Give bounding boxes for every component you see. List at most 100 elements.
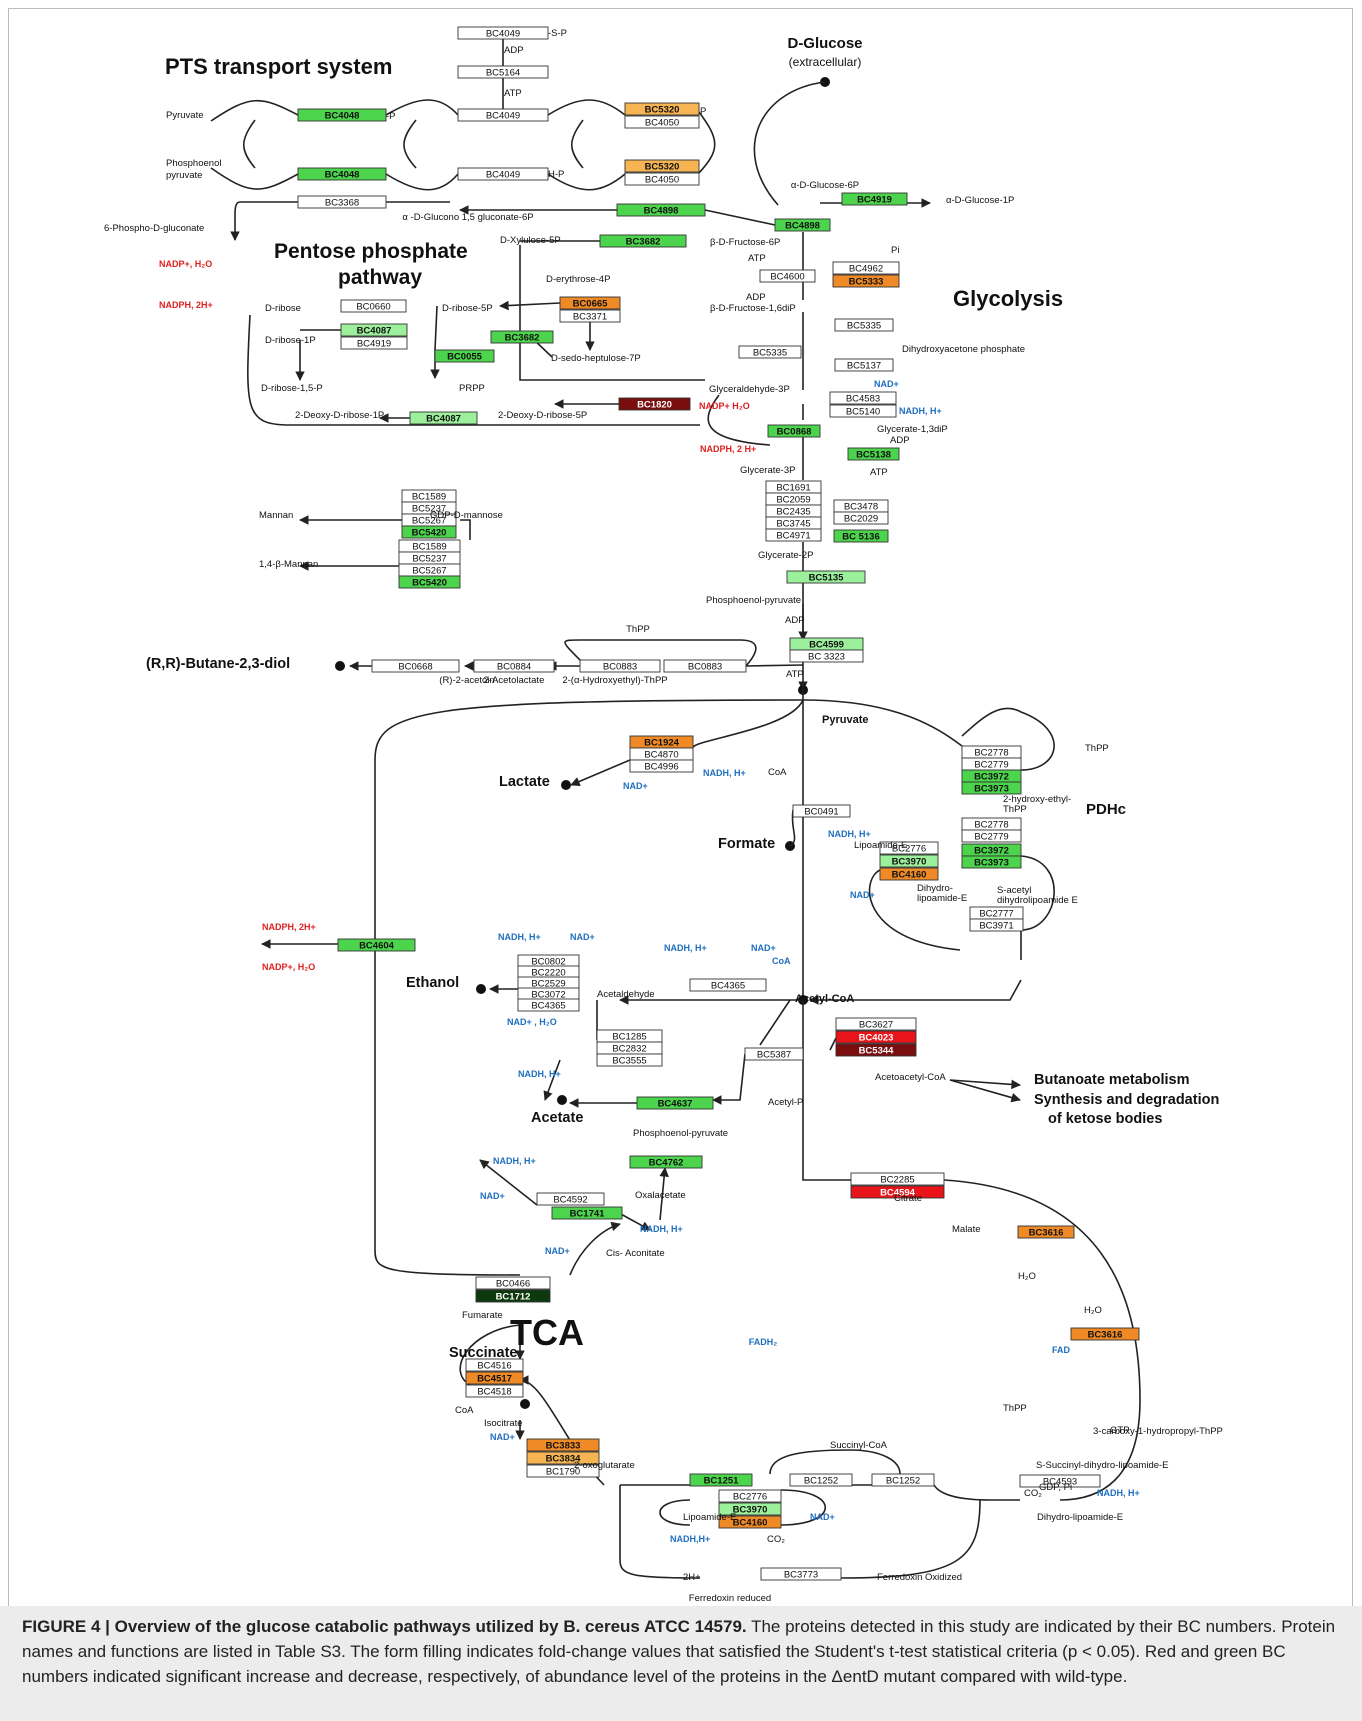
protein-box: BC4599 — [789, 637, 864, 651]
protein-box: BC4604 — [337, 938, 416, 952]
svg-text:BC5267: BC5267 — [412, 516, 446, 527]
metabolite-label: NADH,H+ — [670, 1534, 710, 1544]
svg-text:BC4050: BC4050 — [645, 118, 679, 129]
protein-box: BC4592 — [536, 1192, 605, 1206]
protein-box: BC2779 — [961, 829, 1022, 843]
svg-text:BC0668: BC0668 — [398, 662, 432, 673]
svg-text:BC5420: BC5420 — [412, 578, 447, 589]
protein-box: BC4971 — [765, 528, 822, 542]
protein-box: BC5267 — [401, 513, 457, 527]
svg-text:BC3973: BC3973 — [974, 858, 1009, 869]
protein-box: BC5335 — [834, 318, 894, 332]
svg-text:BC1790: BC1790 — [546, 1467, 580, 1478]
svg-text:BC0802: BC0802 — [531, 957, 565, 968]
protein-box: BC4049 — [457, 167, 549, 181]
metabolite-label: Isocitrate — [484, 1418, 523, 1429]
svg-text:BC2220: BC2220 — [531, 968, 565, 979]
protein-box: BC4049 — [457, 26, 549, 40]
svg-text:BC0491: BC0491 — [804, 807, 838, 818]
metabolite-label: NAD+ — [490, 1432, 515, 1442]
metabolite-label: ThPP — [1085, 743, 1109, 754]
svg-text:BC4762: BC4762 — [649, 1158, 684, 1169]
metabolite-label: Acetyl-CoA — [795, 993, 854, 1005]
protein-box: BC3682 — [490, 330, 554, 344]
protein-box: BC2435 — [765, 504, 822, 518]
metabolite-label: D-sedo-heptulose-7P — [551, 353, 641, 364]
metabolite-label: CO₂ — [767, 1534, 785, 1545]
metabolite-label: pyruvate — [166, 170, 202, 181]
protein-box: BC5140 — [829, 404, 897, 418]
protein-box: BC3616 — [1017, 1225, 1075, 1239]
svg-text:BC0883: BC0883 — [688, 662, 722, 673]
protein-box: BC3616 — [1070, 1327, 1140, 1341]
metabolite-label: D-ribose-1P — [265, 335, 316, 346]
protein-box: BC5267 — [398, 563, 461, 577]
metabolite-label: NAD+ , H₂O — [507, 1017, 557, 1027]
metabolite-label: D-ribose-1,5-P — [261, 383, 323, 394]
protein-box: BC1285 — [596, 1029, 663, 1043]
section-heading: Pentose phosphate — [274, 240, 468, 263]
metabolite-label: Citrate — [894, 1193, 922, 1204]
svg-text:BC3972: BC3972 — [974, 846, 1009, 857]
protein-box: BC2777 — [969, 906, 1024, 920]
metabolite-label: FADH₂ — [749, 1337, 778, 1347]
svg-text:BC2778: BC2778 — [974, 820, 1008, 831]
protein-box: BC3555 — [596, 1053, 663, 1067]
metabolite-label: Succinate — [449, 1345, 518, 1361]
svg-text:BC5333: BC5333 — [849, 277, 884, 288]
protein-box: BC2778 — [961, 817, 1022, 831]
svg-text:BC0665: BC0665 — [573, 299, 609, 310]
svg-text:BC3682: BC3682 — [626, 237, 661, 248]
metabolite-label: lipoamide-E — [917, 893, 967, 904]
metabolite-label: β-D-Fructose-6P — [710, 237, 780, 248]
protein-box: BC1790 — [526, 1464, 600, 1478]
svg-text:BC3745: BC3745 — [776, 519, 810, 530]
protein-box: BC2059 — [765, 492, 822, 506]
protein-box: BC3368 — [297, 195, 387, 209]
metabolite-label: -S-P — [548, 28, 567, 39]
protein-box: BC4160 — [879, 867, 939, 881]
protein-box: BC1924 — [629, 735, 694, 749]
metabolite-label: NADH, H+ — [664, 943, 707, 953]
svg-text:BC4160: BC4160 — [733, 1518, 768, 1529]
svg-text:BC1712: BC1712 — [496, 1292, 531, 1303]
protein-box: BC2776 — [718, 1489, 782, 1503]
metabolite-label: Oxalacetate — [635, 1190, 686, 1201]
metabolite-label: Butanoate metabolism — [1034, 1072, 1190, 1088]
svg-text:BC5335: BC5335 — [753, 348, 787, 359]
protein-box: BC4048 — [297, 167, 387, 181]
metabolite-label: NADP+ H₂O — [699, 401, 750, 411]
protein-box: BC 3323 — [789, 649, 864, 663]
svg-text:BC4971: BC4971 — [776, 531, 810, 542]
metabolite-label: NADH, H+ — [640, 1224, 683, 1234]
protein-box: BC0491 — [792, 804, 851, 818]
protein-box: BC4518 — [465, 1384, 524, 1398]
svg-text:BC3972: BC3972 — [974, 772, 1009, 783]
svg-text:BC4049: BC4049 — [486, 170, 520, 181]
protein-box: BC3972 — [961, 843, 1022, 857]
metabolite-label: ADP — [504, 45, 524, 56]
svg-text:BC4637: BC4637 — [658, 1099, 693, 1110]
svg-text:BC3833: BC3833 — [546, 1441, 581, 1452]
protein-box: BC4600 — [759, 269, 816, 283]
metabolite-label: Acetyl-P — [768, 1097, 803, 1108]
svg-text:BC2776: BC2776 — [733, 1492, 767, 1503]
metabolite-label: NAD+ — [751, 943, 776, 953]
svg-text:BC4050: BC4050 — [645, 175, 679, 186]
protein-box: BC1252 — [789, 1473, 853, 1487]
svg-text:BC4870: BC4870 — [644, 750, 678, 761]
protein-box: BC3745 — [765, 516, 822, 530]
svg-text:BC4048: BC4048 — [325, 111, 360, 122]
svg-text:BC4365: BC4365 — [531, 1001, 565, 1012]
protein-box: BC4898 — [616, 203, 706, 217]
svg-text:BC1589: BC1589 — [412, 542, 446, 553]
metabolite-label: D-ribose — [265, 303, 301, 314]
protein-box: BC0883 — [579, 659, 661, 673]
protein-box: BC3972 — [961, 769, 1022, 783]
metabolite-label: ThPP — [1003, 804, 1027, 815]
metabolite-label: Phosphoenol-pyruvate — [706, 595, 801, 606]
protein-box: BC4919 — [841, 192, 908, 206]
